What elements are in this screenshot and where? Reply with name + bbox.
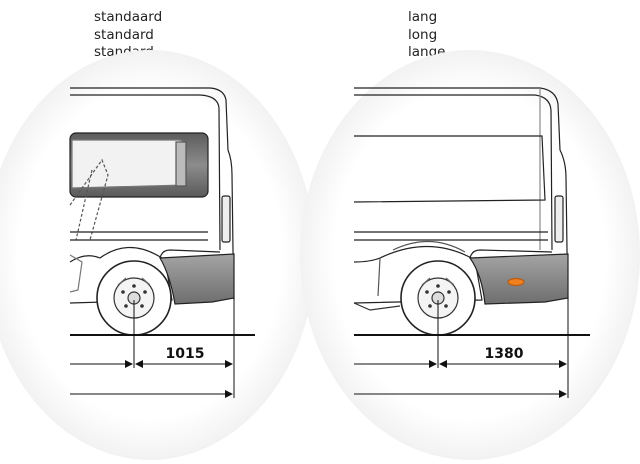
overhang-dimension-label: 1015 xyxy=(166,346,205,362)
reflector xyxy=(507,277,525,287)
label-nl: lang xyxy=(408,9,438,25)
label-nl: standaard xyxy=(94,9,163,25)
label-en: standard xyxy=(94,26,154,43)
dimension-long: 1380 xyxy=(354,300,590,398)
background-glow xyxy=(300,50,640,460)
dimension-standard: 1015 xyxy=(70,300,255,398)
van-long xyxy=(353,87,569,336)
variant-label-standard: standaard standard standard xyxy=(94,9,162,62)
van-standard xyxy=(69,87,235,336)
overhang-dimension-label: 1380 xyxy=(485,346,524,362)
label-en: long xyxy=(408,26,438,43)
